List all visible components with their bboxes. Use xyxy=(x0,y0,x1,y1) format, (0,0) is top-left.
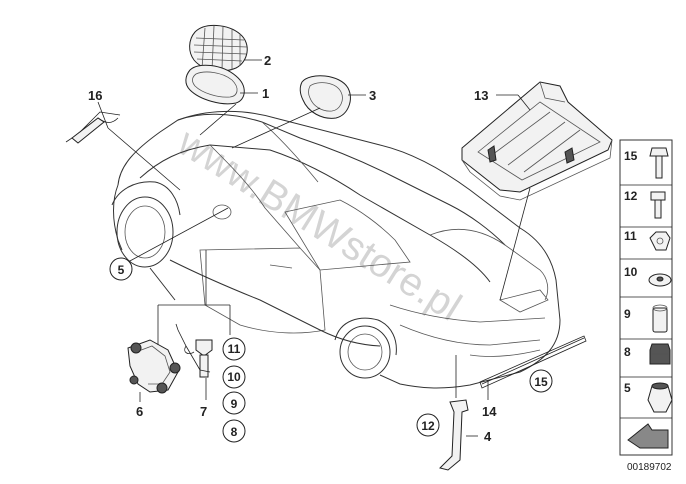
svg-text:5: 5 xyxy=(624,381,631,395)
svg-text:9: 9 xyxy=(231,397,238,411)
legend-item-5: 5 xyxy=(624,381,673,413)
callout-16: 16 xyxy=(88,88,102,103)
callout-1: 1 xyxy=(262,86,269,101)
svg-text:12: 12 xyxy=(624,189,638,203)
circled-callout-12: 12 xyxy=(416,413,440,437)
circled-callout-8: 8 xyxy=(222,419,246,443)
circled-callout-5: 5 xyxy=(109,257,133,281)
part-3-vent xyxy=(299,75,351,119)
legend-item-10: 10 xyxy=(624,265,672,287)
circled-callout-9: 9 xyxy=(222,391,246,415)
callout-4: 4 xyxy=(484,429,492,444)
direction-arrow-icon xyxy=(627,423,669,449)
circled-callout-15: 15 xyxy=(529,369,553,393)
svg-text:9: 9 xyxy=(624,307,631,321)
part-16-cable xyxy=(65,111,121,144)
part-1-frame xyxy=(185,64,245,105)
svg-text:15: 15 xyxy=(624,149,638,163)
part-4-strap xyxy=(439,399,469,471)
reference-number: 00189702 xyxy=(627,462,672,473)
callout-13: 13 xyxy=(474,88,488,103)
part-7-pin xyxy=(175,323,213,378)
legend-item-11: 11 xyxy=(624,229,671,251)
part-2-grille xyxy=(189,25,248,72)
callout-3: 3 xyxy=(369,88,376,103)
svg-text:8: 8 xyxy=(231,425,238,439)
car-outline xyxy=(111,110,561,389)
callout-6: 6 xyxy=(136,404,143,419)
svg-text:10: 10 xyxy=(624,265,638,279)
callout-2: 2 xyxy=(264,53,271,68)
circled-callout-11: 11 xyxy=(222,337,246,361)
callout-7: 7 xyxy=(200,404,207,419)
small-parts-legend: 15 12 11 10 9 8 xyxy=(619,139,673,456)
part-13-tray xyxy=(461,81,613,201)
svg-text:12: 12 xyxy=(421,419,435,433)
circled-callout-10: 10 xyxy=(222,365,246,389)
watermark-text: www.BMWstore.pl xyxy=(169,120,468,330)
legend-item-9: 9 xyxy=(624,304,668,333)
svg-text:15: 15 xyxy=(534,375,548,389)
callout-14: 14 xyxy=(482,404,497,419)
legend-item-12: 12 xyxy=(624,189,666,219)
svg-text:10: 10 xyxy=(227,370,241,384)
part-6-bracket xyxy=(127,339,181,394)
leader-lines xyxy=(97,59,531,437)
svg-text:11: 11 xyxy=(624,229,637,243)
svg-text:5: 5 xyxy=(118,263,125,277)
svg-text:8: 8 xyxy=(624,345,631,359)
legend-item-15: 15 xyxy=(624,147,669,179)
part-14-strip xyxy=(479,335,587,389)
svg-text:11: 11 xyxy=(228,342,241,356)
legend-item-8: 8 xyxy=(624,343,671,365)
